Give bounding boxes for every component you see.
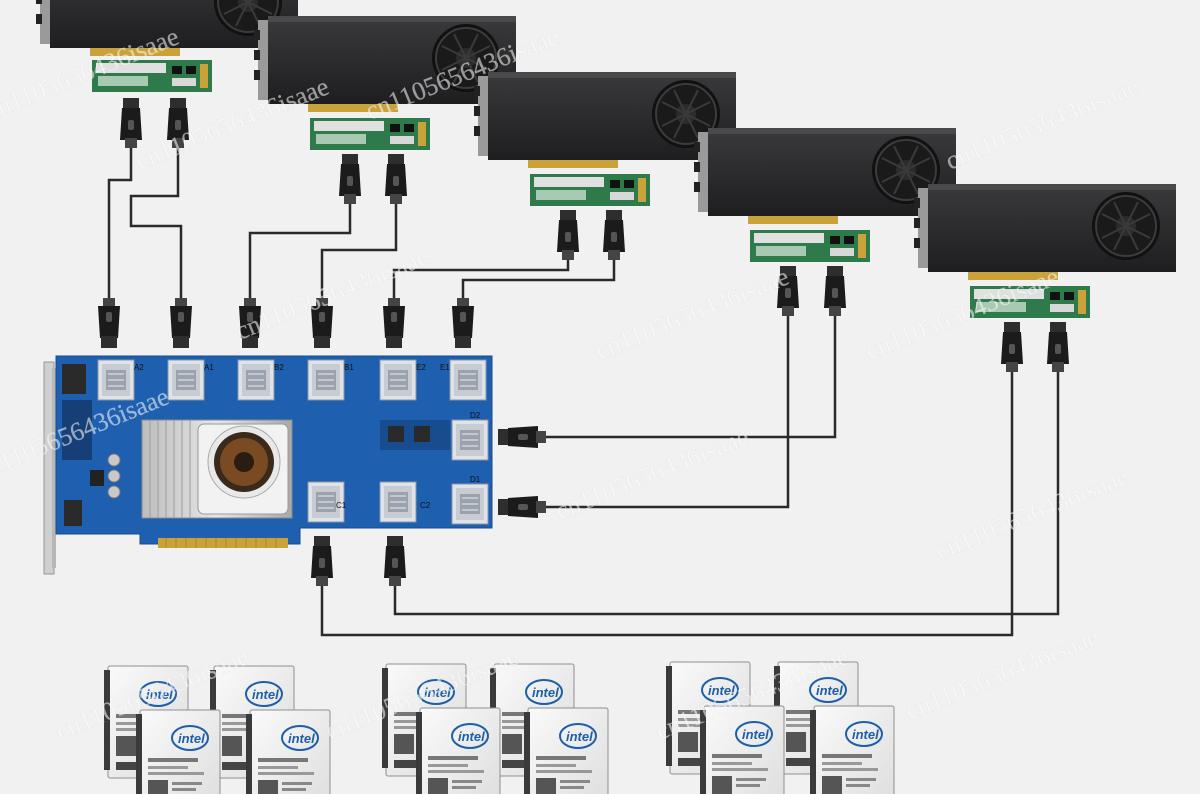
cable-gpu5-b [393,372,1060,616]
cable-gpu2-a [248,202,352,298]
cable-gpu4-b [546,316,837,439]
ports-top: A2 A1 B2 B1 E2 E1 [97,359,487,401]
port-b1[interactable]: B1 [307,359,354,401]
cables [107,148,1060,637]
port-label-c1: C1 [336,501,347,510]
port-label-a2: A2 [134,363,144,372]
watermark: cn1105656436isaae [931,462,1132,566]
port-a1[interactable]: A1 [167,359,214,401]
port-label-b2: B2 [274,363,284,372]
watermark: cn1105656436isaae [941,72,1142,176]
ports-bottom: C1 C2 [307,481,431,523]
host-card: A2 A1 B2 B1 E2 E1 D2 D1 C1 C2 [43,355,493,575]
port-label-d1: D1 [470,475,481,484]
port-c2[interactable]: C2 [379,481,431,523]
gpu-card-5 [913,183,1177,318]
port-a2[interactable]: A2 [97,359,144,401]
port-label-c2: C2 [420,501,431,510]
port-b2[interactable]: B2 [237,359,284,401]
port-d1[interactable]: D1 [451,475,489,525]
cable-gpu1-b [129,148,183,298]
watermark: cn1105656436isaae [591,262,792,366]
cable-gpu2-b [320,202,398,298]
fan-icon [207,425,281,499]
port-label-d2: D2 [470,411,481,420]
port-label-e2: E2 [416,363,426,372]
host-plugs-bottom [311,536,406,586]
port-label-b1: B1 [344,363,354,372]
watermark: cn1105656436isaae [901,622,1102,726]
port-e1[interactable]: E1 [440,359,487,401]
port-c1[interactable]: C1 [307,481,347,523]
port-d2[interactable]: D2 [451,411,489,461]
cable-gpu3-b [461,260,616,298]
ports-right: D2 D1 [451,411,489,525]
cable-gpu1-a [107,148,133,298]
port-label-a1: A1 [204,363,214,372]
heatsink [141,419,293,519]
cable-gpu4-a [546,316,790,509]
host-plugs-right [498,426,546,518]
port-label-e1: E1 [440,363,450,372]
cable-gpu5-a [320,372,1014,637]
port-e2[interactable]: E2 [379,359,426,401]
cable-gpu3-a [392,260,570,298]
